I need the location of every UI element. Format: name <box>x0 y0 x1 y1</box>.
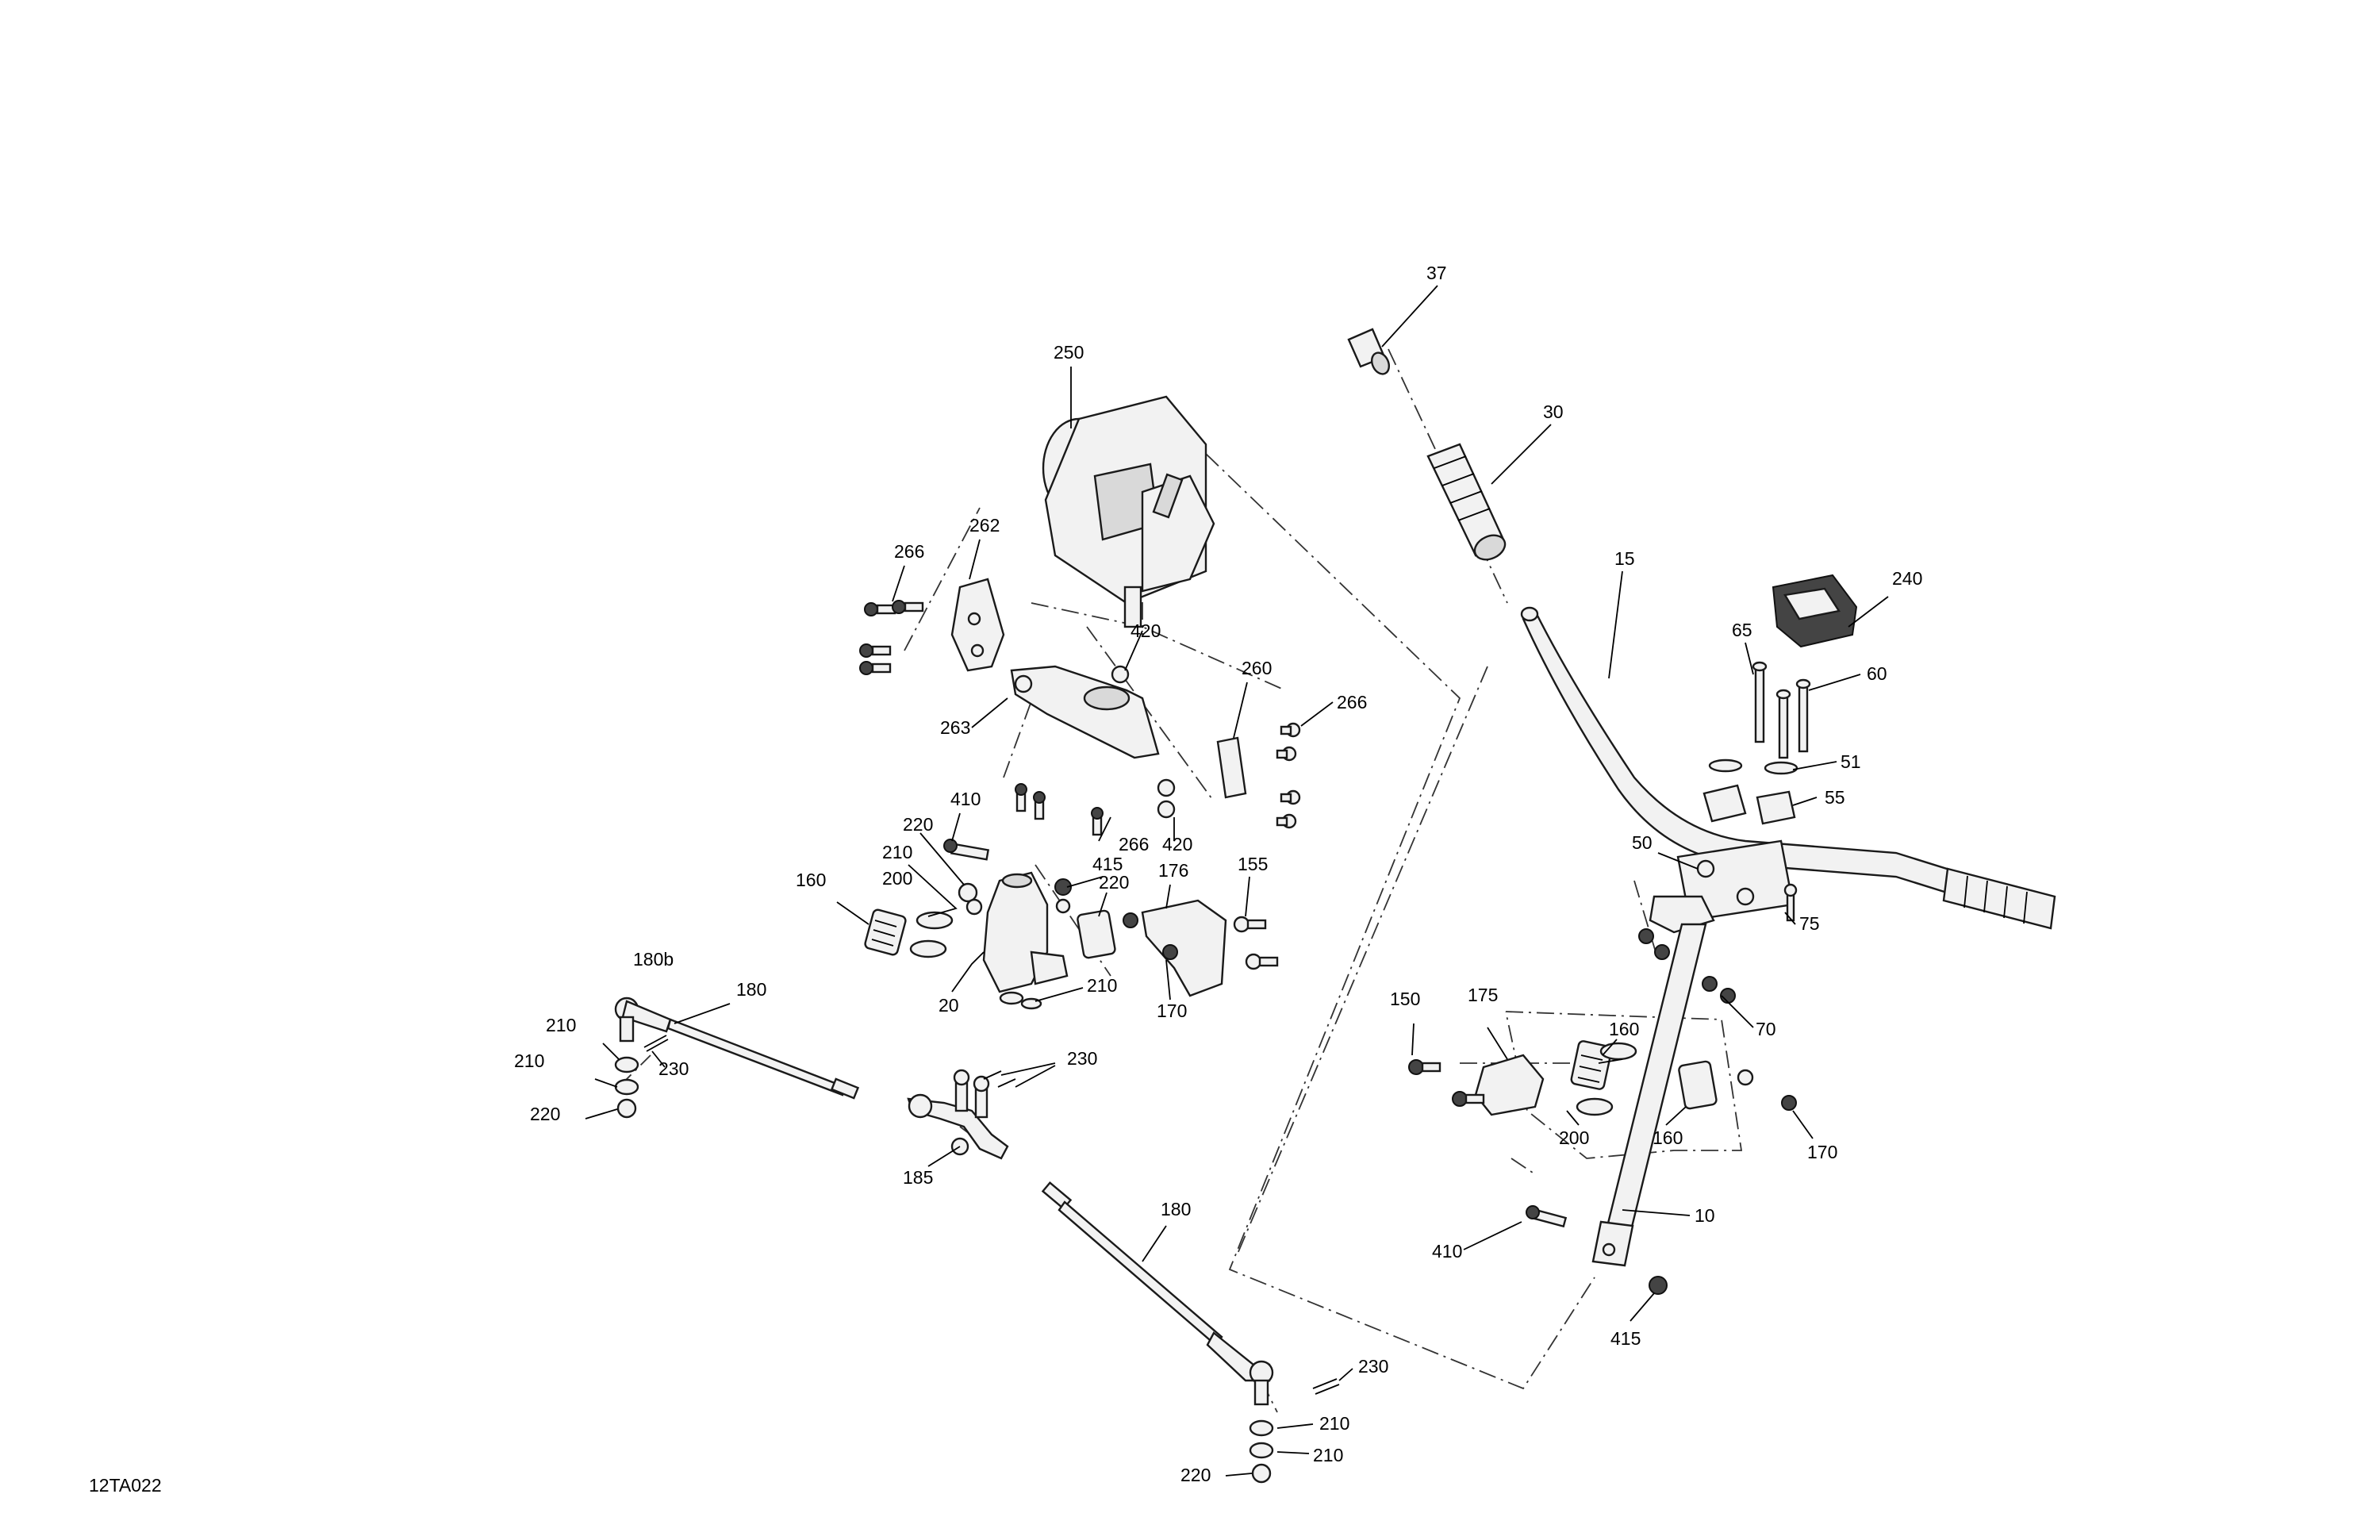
bolts-part-266-lower <box>1015 783 1104 836</box>
callout-170-left: 170 <box>1157 1000 1187 1021</box>
callout-210-a: 210 <box>882 842 912 862</box>
callout-415-left: 415 <box>1092 854 1123 874</box>
callout-410-left: 410 <box>950 789 981 809</box>
washers-nut-left <box>614 1056 639 1119</box>
callout-30: 30 <box>1543 401 1564 422</box>
grip-part-30 <box>1426 443 1507 561</box>
nut-part-415-right <box>1649 1276 1668 1295</box>
pad-part-240 <box>1772 574 1858 648</box>
washers-part-210-lower <box>999 991 1042 1010</box>
callout-175: 175 <box>1468 985 1498 1005</box>
callout-70: 70 <box>1756 1019 1776 1039</box>
callout-37: 37 <box>1426 263 1447 283</box>
leader-lines <box>585 285 1889 1477</box>
bracket-part-260 <box>1216 722 1301 829</box>
callout-266-right: 266 <box>1337 692 1367 712</box>
callout-200-left: 200 <box>882 868 912 889</box>
callout-220-a: 220 <box>903 814 933 835</box>
callout-210-c: 210 <box>546 1015 576 1035</box>
bushing-part-160-left <box>864 908 907 956</box>
nut-part-415-left <box>1054 878 1072 914</box>
callout-210-d: 210 <box>514 1050 544 1071</box>
callout-155: 155 <box>1238 854 1268 874</box>
bolts-part-155 <box>1233 916 1279 970</box>
callout-180-right: 180 <box>1161 1199 1191 1219</box>
callout-180b: 180b <box>633 949 674 970</box>
bolt-part-410 <box>943 839 990 861</box>
callout-266-lower: 266 <box>1119 834 1149 854</box>
callout-210-e: 210 <box>1319 1413 1349 1434</box>
callout-230-left: 230 <box>658 1058 689 1079</box>
cotter-pin-part-230-right <box>1312 1378 1340 1395</box>
steering-column-part-10 <box>1591 895 1715 1267</box>
callout-250: 250 <box>1054 342 1084 363</box>
callout-415-right: 415 <box>1610 1328 1641 1349</box>
tie-rod-end-part-180b <box>614 997 672 1043</box>
bolts-part-266 <box>859 600 924 675</box>
tie-rod-part-180-left <box>666 1018 860 1100</box>
bolt-part-410-right <box>1526 1205 1568 1228</box>
bar-end-part-37 <box>1347 328 1391 375</box>
callout-60: 60 <box>1867 663 1887 684</box>
callout-51: 51 <box>1841 751 1861 772</box>
nuts-part-420 <box>1111 665 1176 819</box>
callout-160-right-top: 160 <box>1609 1019 1639 1039</box>
callout-210-b: 210 <box>1087 975 1117 996</box>
callout-210-f: 210 <box>1313 1445 1343 1465</box>
callout-55: 55 <box>1825 787 1845 808</box>
pivot-housing-part-20 <box>982 871 1069 993</box>
center-link-part-185 <box>907 1069 1009 1160</box>
callout-20: 20 <box>939 995 959 1016</box>
callout-240: 240 <box>1892 568 1922 589</box>
callout-50: 50 <box>1632 832 1653 853</box>
orings-part-200-left <box>909 911 954 958</box>
callout-230-right: 230 <box>1358 1356 1388 1377</box>
callout-220-d: 220 <box>1180 1465 1211 1485</box>
steering-motor-part-250 <box>1042 395 1215 628</box>
clamp-part-176 <box>1123 899 1227 997</box>
cotter-pins-part-230-center <box>983 1070 1016 1088</box>
callout-420-top: 420 <box>1130 620 1161 641</box>
nuts-part-70 <box>1638 928 1736 1004</box>
callout-410-right: 410 <box>1432 1241 1462 1262</box>
callout-labels: 37 250 30 15 240 266 262 420 65 60 260 2… <box>514 263 1922 1485</box>
bracket-part-175 <box>1408 1054 1545 1116</box>
callout-420-lower: 420 <box>1162 834 1192 854</box>
diagram-code: 12TA022 <box>89 1475 162 1496</box>
washers-part-210-220 <box>958 882 983 916</box>
bracket-part-262 <box>950 578 1005 672</box>
callout-200-right: 200 <box>1559 1127 1589 1148</box>
callout-65: 65 <box>1732 620 1752 640</box>
nuts-part-170-right <box>1737 1069 1797 1111</box>
tie-rod-end-part-180-right <box>1206 1331 1274 1484</box>
cotter-pin-part-230-left <box>643 1035 669 1052</box>
callout-160-left: 160 <box>796 870 826 890</box>
callout-75: 75 <box>1799 913 1820 934</box>
callout-263: 263 <box>940 717 970 738</box>
bracket-part-263 <box>1010 665 1160 759</box>
washers-part-51 <box>1708 758 1798 775</box>
upper-clamps-part-55 <box>1702 784 1796 825</box>
callout-160-right-bottom: 160 <box>1653 1127 1683 1148</box>
bushing-part-160-right-b <box>1678 1060 1718 1110</box>
callout-266-top: 266 <box>894 541 924 562</box>
callout-185: 185 <box>903 1167 933 1188</box>
bolt-part-75 <box>1783 883 1798 922</box>
callout-15: 15 <box>1614 548 1635 569</box>
callout-170-right: 170 <box>1807 1142 1837 1162</box>
bushing-part-220-center <box>1077 909 1116 959</box>
callout-220-b: 220 <box>1099 872 1129 893</box>
callout-150: 150 <box>1390 989 1420 1009</box>
callout-230-center: 230 <box>1067 1048 1097 1069</box>
callout-262: 262 <box>969 515 1000 536</box>
callout-176: 176 <box>1158 860 1188 881</box>
callout-180-left: 180 <box>736 979 766 1000</box>
callout-220-c: 220 <box>530 1104 560 1124</box>
callout-10: 10 <box>1695 1205 1715 1226</box>
tie-rod-part-180-right <box>1041 1181 1223 1346</box>
bolts-part-65-60 <box>1752 661 1811 759</box>
callout-260: 260 <box>1242 658 1272 678</box>
